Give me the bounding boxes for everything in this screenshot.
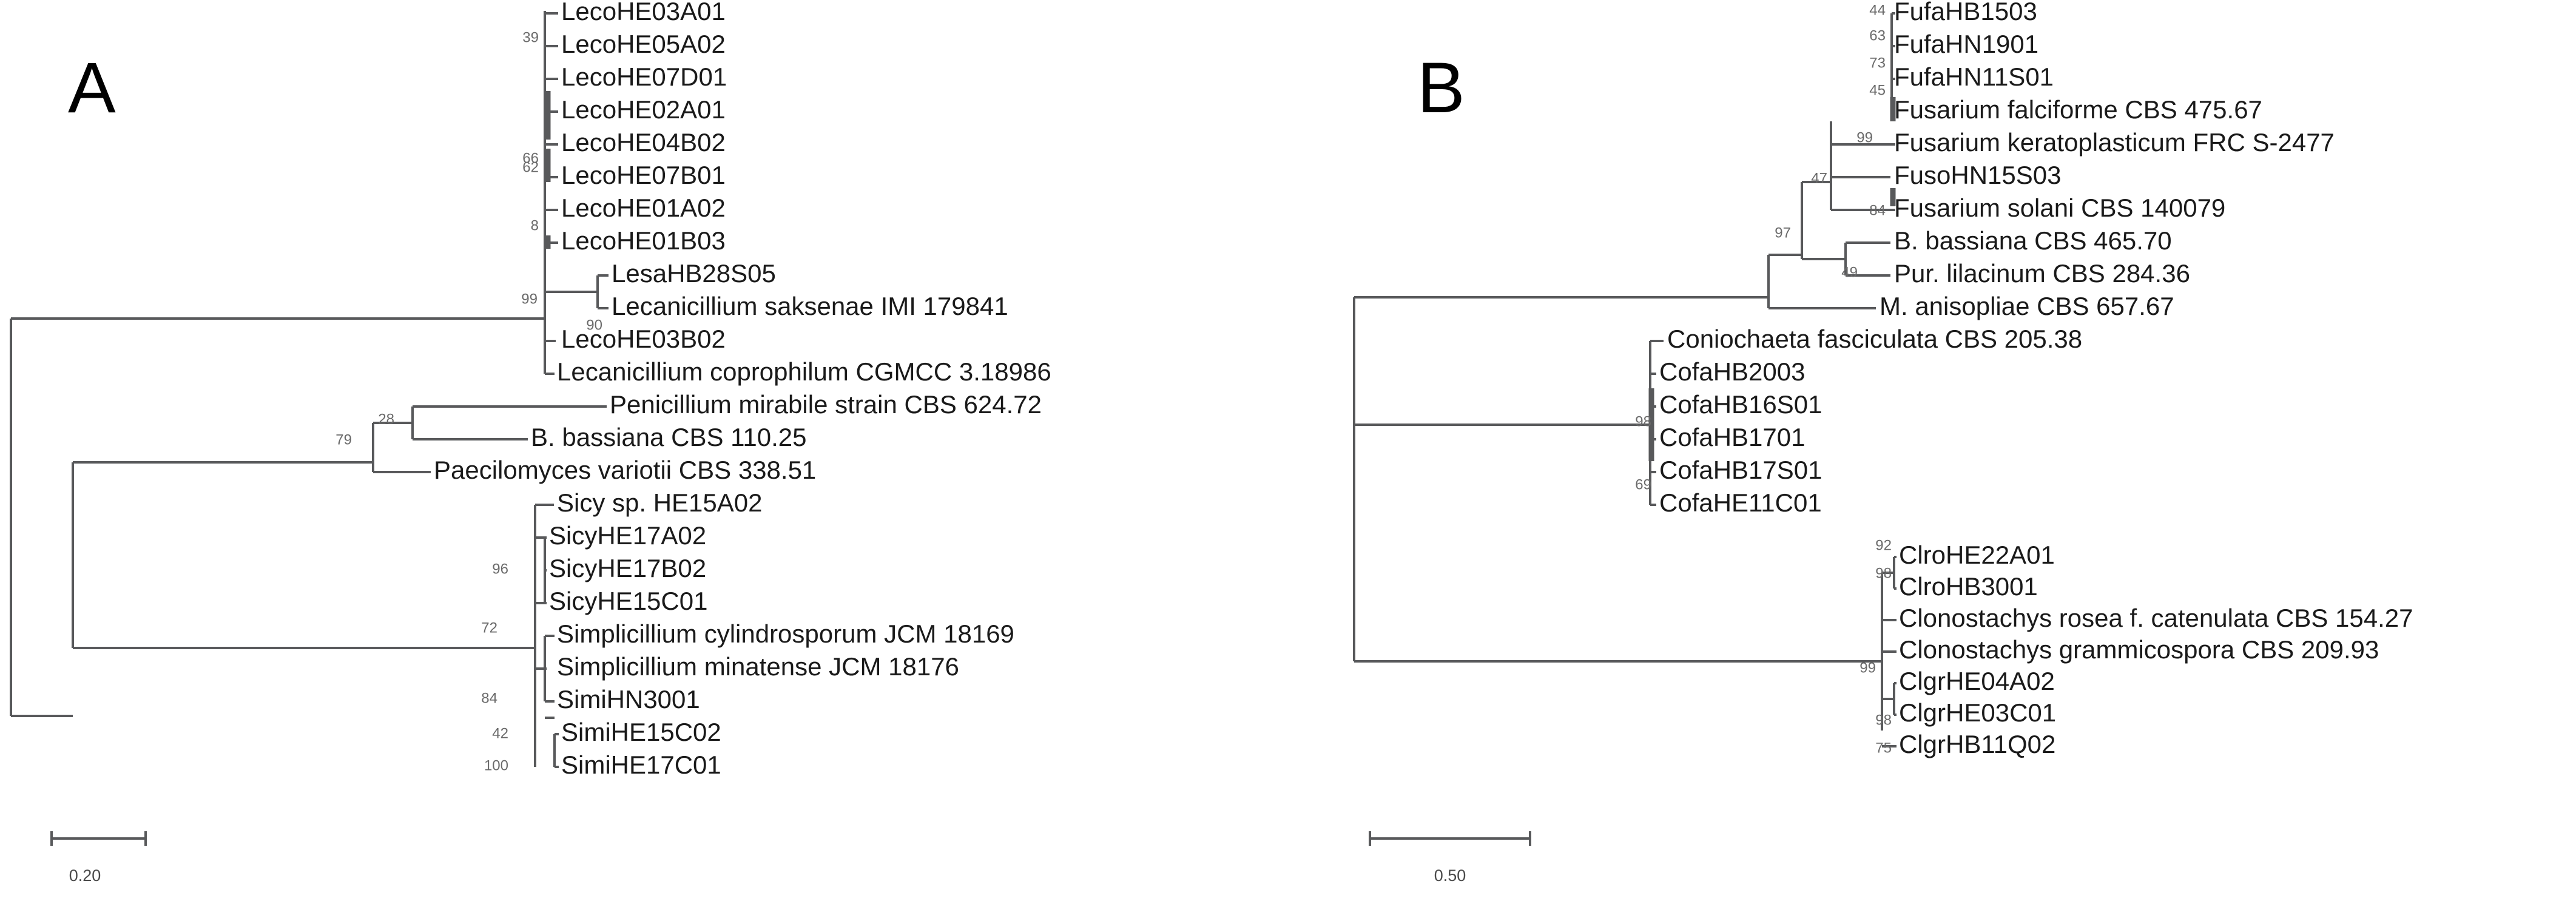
scale-bar-a-line	[50, 831, 147, 846]
bootstrap-value: 79	[335, 431, 352, 448]
bootstrap-value: 90	[586, 317, 602, 333]
panel-a-tip-labels: LecoHE03A01LecoHE05A02LecoHE07D01LecoHE0…	[434, 0, 1051, 779]
scale-bar-a-label: 0.20	[69, 866, 101, 885]
tip-label: CofaHB2003	[1659, 357, 1806, 386]
bootstrap-value: 75	[1875, 740, 1892, 756]
bootstrap-value: 100	[484, 757, 508, 774]
bootstrap-value: 62	[522, 159, 539, 175]
bootstrap-value: 39	[522, 29, 539, 46]
scale-bar-a: 0.20	[50, 831, 147, 885]
tip-label: CofaHB17S01	[1659, 456, 1822, 484]
scale-bar-b-line	[1369, 831, 1531, 846]
bootstrap-value: 8	[531, 217, 539, 234]
panel-a-tree: 0.20	[10, 11, 609, 885]
tip-label: B. bassiana CBS 110.25	[531, 423, 807, 451]
tip-label: Fusarium falciforme CBS 475.67	[1894, 95, 2262, 124]
tip-label: Fusarium solani CBS 140079	[1894, 194, 2225, 222]
bootstrap-value: 69	[1635, 476, 1651, 493]
bootstrap-value: 96	[492, 561, 508, 577]
tip-label: Lecanicillium saksenae IMI 179841	[612, 292, 1008, 320]
bootstrap-value: 47	[1811, 170, 1827, 186]
bootstrap-value: 66	[522, 150, 539, 166]
tip-label: ClgrHE04A02	[1899, 667, 2055, 695]
bootstrap-value: 49	[1841, 264, 1858, 280]
tip-label: ClgrHE03C01	[1899, 698, 2056, 727]
tip-label: SicyHE17B02	[549, 554, 706, 582]
bootstrap-value: 63	[1869, 27, 1886, 44]
bootstrap-value: 84	[1869, 202, 1886, 218]
tip-label: LecoHE07B01	[561, 161, 726, 189]
bootstrap-value: 42	[492, 725, 508, 741]
tip-label: M. anisopliae CBS 657.67	[1880, 292, 2174, 320]
bootstrap-value: 99	[1856, 129, 1873, 146]
tip-label: CofaHE11C01	[1659, 488, 1822, 517]
panel-b-letter: B	[1417, 48, 1465, 128]
tip-label: LecoHE01A02	[561, 194, 726, 222]
tip-label: Pur. lilacinum CBS 284.36	[1894, 259, 2190, 288]
tip-label: LecoHE04B02	[561, 128, 726, 157]
bootstrap-value: 98	[1875, 712, 1892, 728]
tip-label: LecoHE03A01	[561, 0, 726, 25]
tip-label: LecoHE03B02	[561, 325, 726, 353]
tip-label: Clonostachys rosea f. catenulata CBS 154…	[1899, 604, 2413, 632]
bootstrap-value: 28	[378, 411, 394, 427]
bootstrap-value: 72	[481, 619, 497, 636]
bootstrap-value: 99	[1860, 660, 1876, 676]
tip-label: FufaHB1503	[1894, 0, 2037, 25]
bootstrap-value: 45	[1869, 82, 1886, 98]
tip-label: Penicillium mirabile strain CBS 624.72	[610, 390, 1042, 419]
tip-label: Simplicillium cylindrosporum JCM 18169	[557, 619, 1014, 648]
bootstrap-value: 73	[1869, 55, 1886, 71]
tip-label: ClroHB3001	[1899, 572, 2038, 601]
tip-label: LesaHB28S05	[612, 259, 776, 288]
tip-label: Simplicillium minatense JCM 18176	[557, 652, 959, 681]
tip-label: LecoHE05A02	[561, 30, 726, 58]
bootstrap-value: 97	[1775, 224, 1791, 241]
tip-label: Lecanicillium coprophilum CGMCC 3.18986	[557, 357, 1051, 386]
tip-label: ClroHE22A01	[1899, 541, 2055, 569]
tip-label: SimiHE15C02	[561, 718, 721, 746]
tip-label: SicyHE15C01	[549, 587, 707, 615]
tip-label: Coniochaeta fasciculata CBS 205.38	[1667, 325, 2082, 353]
tip-label: LecoHE01B03	[561, 226, 726, 255]
tip-label: CofaHB16S01	[1659, 390, 1822, 419]
panel-b-tip-labels: FufaHB1503FufaHN1901FufaHN11S01Fusarium …	[1659, 0, 2413, 758]
tip-label: CofaHB1701	[1659, 423, 1806, 451]
tip-label: SicyHE17A02	[549, 521, 706, 550]
tip-label: Sicy sp. HE15A02	[557, 488, 763, 517]
tip-label: SimiHN3001	[557, 685, 700, 714]
scale-bar-b-label: 0.50	[1434, 866, 1466, 885]
tip-label: FusoHN15S03	[1894, 161, 2061, 189]
tip-label: FufaHN11S01	[1894, 62, 2054, 91]
bootstrap-value: 84	[481, 690, 497, 706]
tip-label: Paecilomyces variotii CBS 338.51	[434, 456, 816, 484]
tip-label: FufaHN1901	[1894, 30, 2038, 58]
bootstrap-value: 98	[1635, 413, 1651, 430]
panel-b-bootstrap-values: 44 63 73 45 99 47 84 97 49 98 69 92 98 99 98 75	[1635, 2, 1892, 756]
bootstrap-value: 44	[1869, 2, 1886, 18]
tip-label: LecoHE07D01	[561, 62, 727, 91]
tip-label: LecoHE02A01	[561, 95, 726, 124]
tip-label: SimiHE17C01	[561, 751, 721, 779]
tip-label: B. bassiana CBS 465.70	[1894, 226, 2172, 255]
tip-label: Fusarium keratoplasticum FRC S-2477	[1894, 128, 2335, 157]
tip-label: Clonostachys grammicospora CBS 209.93	[1899, 635, 2379, 664]
bootstrap-value: 99	[521, 291, 538, 307]
bootstrap-value: 92	[1875, 537, 1892, 553]
bootstrap-value: 98	[1875, 565, 1892, 581]
scale-bar-b: 0.50	[1369, 831, 1531, 885]
tip-label: ClgrHB11Q02	[1899, 730, 2055, 758]
panel-a-letter: A	[68, 48, 116, 128]
